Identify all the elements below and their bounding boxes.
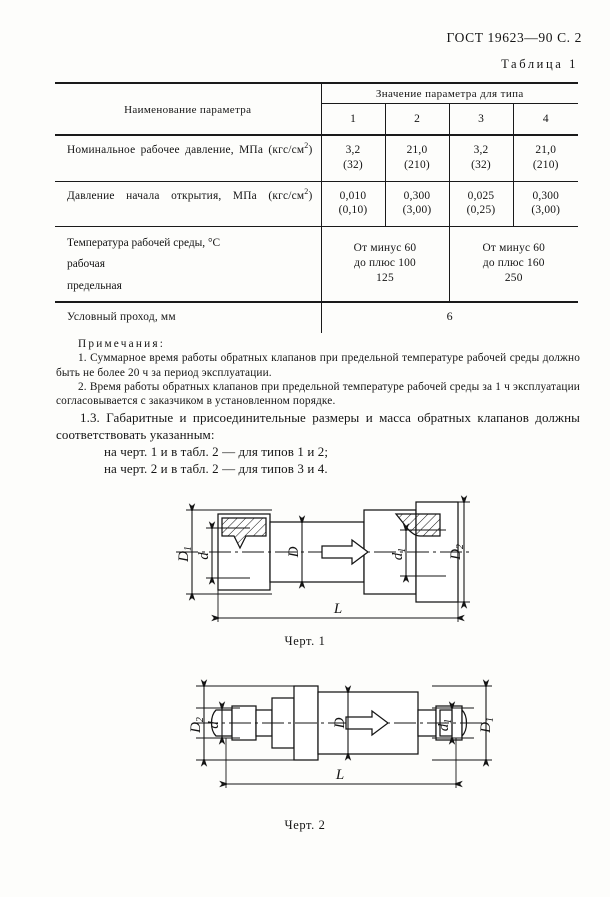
clause-1-3: 1.3. Габаритные и присоединительные разм… [56,410,580,442]
cell-cracking-pressure-3: 0,025 (0,25) [448,180,513,227]
label-D: D [286,546,302,558]
row-label-text: Давление начала открытия, МПа (кгс/см [67,189,305,202]
row-label-temperature: Температура рабочей среды, °С рабочая пр… [55,226,321,302]
row-label-sup: 2 [304,186,309,196]
cell-temperature-types-1-2: От минус 60 до плюс 100 125 [320,226,449,302]
cell-nominal-bore-value: 6 [320,300,579,333]
header-parameter-name: Наименование параметра [55,82,321,135]
label-L: L [335,767,344,783]
temp-line-3: 125 [376,271,394,284]
temperature-working: рабочая [67,258,105,271]
row-label-cracking-pressure: Давление начала открытия, МПа (кгс/см2) [55,180,321,227]
header-value-group: Значение параметра для типа [320,82,579,104]
clause-sub-line-1: на черт. 1 и в табл. 2 — для типов 1 и 2… [104,443,329,459]
cell-main: 0,300 [532,189,560,202]
row-label-nominal-pressure: Номинальное рабочее давление, МПа (кгс/с… [55,133,321,182]
cell-alt: (3,00) [531,204,561,217]
cell-main: 3,2 [345,144,361,156]
row-label-tail: ) [308,189,313,202]
header-type-4: 4 [512,103,579,135]
cell-alt: (210) [404,158,430,171]
figure-2-svg: D2 d D d1 D1 L [188,679,496,788]
row-label-sup: 2 [304,141,309,151]
figure-1-caption: Черт. 1 [284,634,326,648]
label-d: d [206,721,222,729]
cell-nominal-pressure-4: 21,0 (210) [512,133,579,182]
row-label-nominal-bore: Условный проход, мм [55,300,321,333]
table-row: Температура рабочей среды, °С рабочая пр… [55,226,579,302]
table-header-row-types: 1 2 3 4 [55,103,579,135]
cell-main: 0,300 [403,189,431,202]
cell-main: 0,010 [339,189,367,202]
cell-alt: (32) [343,158,363,171]
notes-title: Примечания: [78,338,166,350]
temperature-title: Температура рабочей среды, °С [67,237,221,250]
notes-block: Примечания: 1. Суммарное время работы об… [56,337,580,409]
cell-nominal-pressure-1: 3,2 (32) [320,133,385,182]
clause-sub-line-2: на черт. 2 и в табл. 2 — для типов 3 и 4… [104,460,328,476]
table-caption: Таблица 1 [501,57,578,71]
temp-line-1: От минус 60 [353,242,417,255]
figure-1-drawing: D1 d D d1 D2 L [0,492,610,632]
figure-2-caption: Черт. 2 [284,818,326,832]
temp-line-1: От минус 60 [482,242,546,255]
row-label-text: Номинальное рабочее давление, МПа (кгс/с… [67,144,305,156]
header-type-2: 2 [384,103,449,135]
cell-cracking-pressure-4: 0,300 (3,00) [512,180,579,227]
cell-alt: (0,10) [338,204,368,217]
header-type-1: 1 [320,103,385,135]
label-D1: D1 [478,717,496,734]
temp-line-2: до плюс 100 [354,256,416,269]
cell-nominal-pressure-3: 3,2 (32) [448,133,513,182]
cell-main: 21,0 [406,144,428,156]
cell-alt: (32) [471,158,491,171]
clause-block: 1.3. Габаритные и присоединительные разм… [56,410,580,478]
figure-1-svg: D1 d D d1 D2 L [176,495,470,622]
cell-main: 21,0 [535,144,557,156]
label-D2: D2 [188,717,206,734]
cell-nominal-pressure-2: 21,0 (210) [384,133,449,182]
table-row: Условный проход, мм 6 [55,300,579,333]
cell-main: 0,025 [467,189,495,202]
figure-2-drawing: D2 d D d1 D1 L [0,672,610,802]
cell-alt: (3,00) [402,204,432,217]
label-D: D [332,717,348,729]
row-label-tail: ) [308,144,313,156]
table-row: Давление начала открытия, МПа (кгс/см2) … [55,180,579,227]
temp-line-2: до плюс 160 [482,256,545,269]
note-item: 2. Время работы обратных клапанов при пр… [56,381,580,408]
label-L: L [333,601,342,617]
cell-temperature-types-3-4: От минус 60 до плюс 160 250 [448,226,579,302]
document-header-standard: ГОСТ 19623—90 С. 2 [446,30,582,45]
flow-arrow-icon [321,538,370,566]
cell-cracking-pressure-1: 0,010 (0,10) [320,180,385,227]
cell-alt: (0,25) [466,204,496,217]
temperature-limit: предельная [67,279,122,292]
header-type-3: 3 [448,103,513,135]
cell-alt: (210) [532,158,559,171]
label-D1: D1 [176,546,194,563]
table-row: Номинальное рабочее давление, МПа (кгс/с… [55,133,579,182]
temp-line-3: 250 [504,271,523,284]
table-header-row-group: Наименование параметра Значение параметр… [55,82,579,135]
cell-main: 3,2 [473,144,489,156]
label-d: d [196,552,212,560]
note-item: 1. Суммарное время работы обратных клапа… [56,352,580,379]
parameters-table: Наименование параметра Значение параметр… [55,82,579,333]
parameters-table-wrapper: Наименование параметра Значение параметр… [55,82,579,333]
cell-cracking-pressure-2: 0,300 (3,00) [384,180,449,227]
